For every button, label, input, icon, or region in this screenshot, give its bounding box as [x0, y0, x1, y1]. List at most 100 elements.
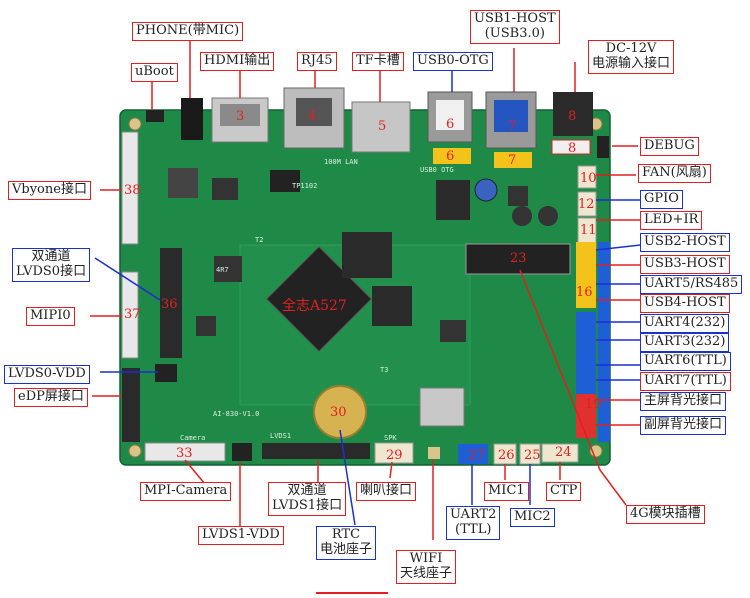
callout-debug: DEBUG — [640, 137, 699, 156]
svg-text:29: 29 — [386, 448, 403, 463]
uart4-connector — [576, 312, 596, 336]
vbyone-connector — [121, 131, 139, 245]
inductor — [440, 320, 466, 342]
usb2-host-connector — [576, 242, 596, 282]
callout-lvds1-vdd: LVDS1-VDD — [198, 526, 284, 545]
usb1-power-highlight — [494, 152, 532, 168]
callout-usb4-host: USB4-HOST — [640, 294, 730, 313]
callout-mic2: MIC2 — [510, 508, 555, 527]
svg-text:23: 23 — [510, 251, 527, 266]
small-ic — [168, 168, 198, 198]
callout-usb0-otg: USB0-OTG — [413, 52, 493, 71]
callout-led-ir: LED+IR — [640, 211, 703, 230]
svg-text:38: 38 — [124, 183, 141, 198]
bottom-underline — [316, 592, 388, 594]
callout-edp: eDP屏接口 — [14, 388, 88, 407]
callout-uart3-232: UART3(232) — [640, 333, 730, 352]
phone-jack — [181, 98, 203, 140]
callout-uart6-ttl: UART6(TTL) — [640, 352, 731, 371]
speaker-connector — [374, 442, 414, 464]
svg-text:33: 33 — [176, 446, 193, 461]
callout-usb1-host: USB1-HOST (USB3.0) — [470, 10, 560, 44]
lvds1-header — [262, 443, 370, 459]
uart7-connector — [576, 376, 596, 394]
silk-model: AI-830-V1.0 — [213, 410, 259, 418]
pmic-chip — [436, 180, 470, 220]
capacitor — [474, 178, 498, 202]
debug-header — [597, 136, 609, 158]
callout-4g-module: 4G模块插槽 — [626, 505, 705, 524]
callout-usb2-host: USB2-HOST — [640, 233, 730, 252]
mounting-hole — [128, 117, 142, 131]
module-4g-slot — [465, 243, 571, 275]
dc-power-highlight — [551, 139, 591, 155]
svg-text:36: 36 — [161, 297, 178, 312]
callout-sub-backlight: 副屏背光接口 — [640, 416, 727, 435]
silk-spk: SPK — [384, 434, 397, 442]
lvds1-vdd-jumper — [232, 443, 252, 461]
tf-card-slot — [351, 101, 411, 153]
mounting-hole — [128, 444, 142, 458]
svg-text:6: 6 — [446, 149, 454, 164]
leader-lines-blue — [94, 70, 641, 526]
silk-t2: T2 — [255, 236, 263, 244]
right-edge-header — [598, 242, 610, 442]
svg-text:8: 8 — [568, 109, 576, 124]
edp-header — [122, 368, 140, 442]
capacitor — [512, 206, 532, 226]
svg-text:8: 8 — [568, 141, 576, 156]
chip-label: 全志A527 — [282, 297, 347, 314]
silk-ic: TP1102 — [292, 182, 317, 190]
gpio-header — [577, 191, 597, 217]
lvds0-vdd-jumper — [155, 364, 177, 382]
silk-usb0: USB0 OTG — [420, 166, 454, 174]
svg-text:4: 4 — [308, 109, 316, 124]
svg-text:26: 26 — [498, 448, 515, 463]
svg-text:5: 5 — [378, 119, 386, 134]
callout-rj45: RJ45 — [297, 52, 337, 71]
small-ic — [270, 170, 300, 192]
small-ic — [196, 316, 216, 336]
svg-text:12: 12 — [578, 197, 595, 212]
callout-uart4-232: UART4(232) — [640, 314, 730, 333]
svg-text:30: 30 — [330, 405, 347, 420]
svg-text:24: 24 — [555, 445, 572, 460]
svg-text:10: 10 — [580, 171, 597, 186]
svg-text:27: 27 — [468, 448, 485, 463]
svg-text:7: 7 — [508, 153, 516, 168]
usb0-power-highlight — [433, 148, 471, 164]
uboot-button — [146, 110, 164, 122]
svg-text:3: 3 — [236, 109, 244, 124]
silk-lan: 100M LAN — [324, 158, 358, 166]
inductor — [212, 178, 238, 200]
callout-lvds1: 双通道 LVDS1接口 — [268, 482, 347, 516]
dc-power-jack — [553, 92, 593, 136]
uart3-connector — [576, 336, 596, 356]
memory-chip — [342, 232, 392, 278]
svg-text:6: 6 — [446, 117, 454, 132]
rtc-battery — [313, 385, 367, 439]
callout-uart7-ttl: UART7(TTL) — [640, 372, 731, 391]
callout-phone: PHONE(带MIC) — [132, 22, 244, 41]
svg-text:7: 7 — [508, 119, 516, 134]
fan-connector — [577, 165, 597, 189]
callout-vbyone: Vbyone接口 — [8, 181, 91, 200]
callout-uart5-rs485: UART5/RS485 — [640, 275, 743, 294]
callout-lvds0-vdd: LVDS0-VDD — [4, 365, 90, 384]
silk-camera: Camera — [180, 434, 205, 442]
mipi0-connector — [121, 271, 139, 359]
lvds0-header — [160, 248, 182, 358]
callout-hdmi: HDMI输出 — [200, 52, 275, 71]
wifi-antenna — [428, 447, 440, 459]
silk-4r7: 4R7 — [216, 266, 229, 274]
callout-main-backlight: 主屏背光接口 — [640, 392, 727, 411]
callout-uart2: UART2 (TTL) — [446, 506, 501, 540]
uart2-connector — [458, 444, 488, 464]
callout-fan: FAN(风扇) — [638, 164, 711, 183]
backlight-connector-main — [576, 394, 596, 416]
svg-text:25: 25 — [524, 448, 541, 463]
callout-gpio: GPIO — [640, 190, 683, 209]
uart5-connector — [576, 282, 596, 308]
